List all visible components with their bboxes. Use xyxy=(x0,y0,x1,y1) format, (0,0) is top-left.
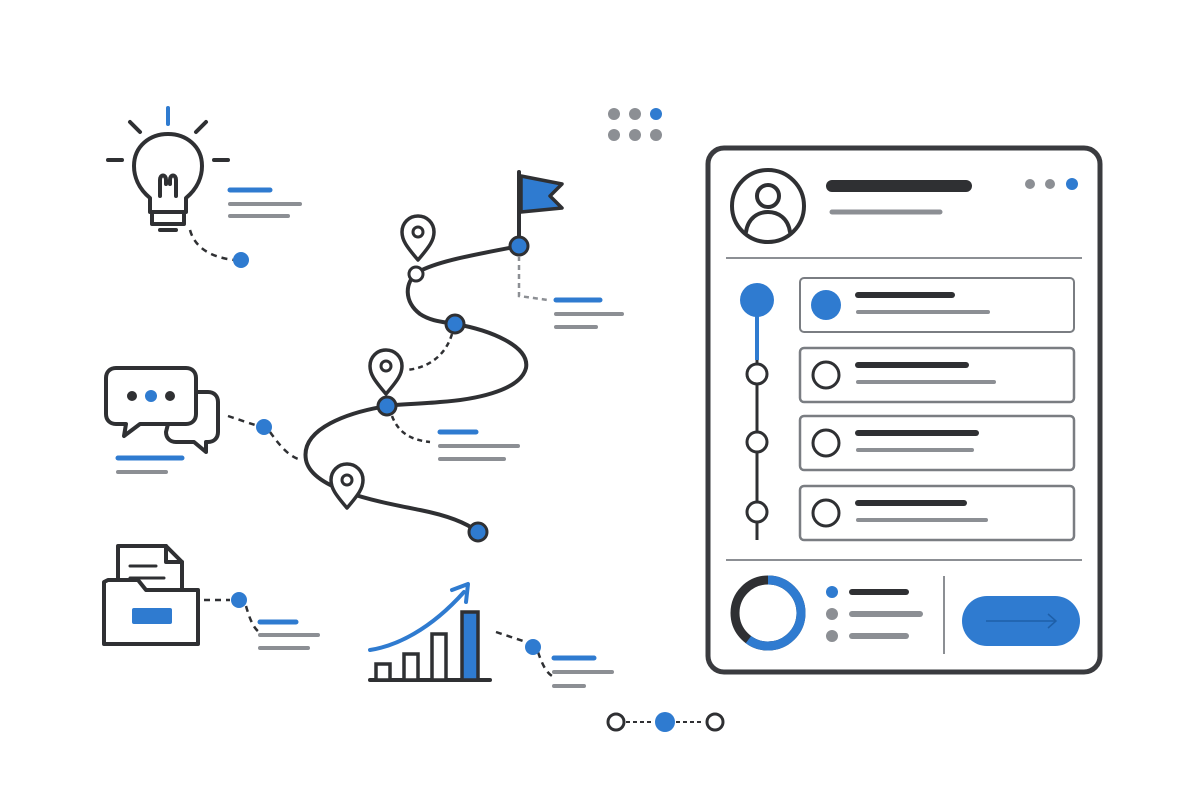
growth-connector xyxy=(495,630,553,678)
files-node xyxy=(231,592,247,608)
map-pin-icon xyxy=(329,462,365,510)
continue-button[interactable] xyxy=(962,596,1080,646)
folder-label xyxy=(132,608,172,624)
files-caption-lines xyxy=(257,619,320,650)
progress-ring xyxy=(730,575,806,651)
legend xyxy=(826,586,923,642)
node-connector xyxy=(405,333,454,372)
step-card-active[interactable] xyxy=(799,277,1075,333)
chat-dots xyxy=(127,390,175,402)
map-pin-icon xyxy=(368,348,404,396)
files-connector xyxy=(204,598,263,636)
goal-caption-lines xyxy=(553,297,624,329)
node-caption-lines xyxy=(437,429,520,461)
arrow-right-icon xyxy=(986,613,1058,629)
roadmap-node xyxy=(376,395,398,417)
step-card[interactable] xyxy=(798,346,1076,404)
bar-chart-growth-icon xyxy=(368,582,492,682)
idea-node xyxy=(233,252,249,268)
step-card[interactable] xyxy=(798,414,1076,472)
dot-grid xyxy=(608,108,662,141)
timeline-step-active xyxy=(740,283,774,317)
chat-caption-lines xyxy=(115,455,185,474)
roadmap-node-end xyxy=(467,521,489,543)
pagination-dot[interactable] xyxy=(705,712,725,732)
grid-dot xyxy=(650,129,662,141)
step-card[interactable] xyxy=(798,484,1076,542)
grid-dot xyxy=(608,108,620,120)
chat-node xyxy=(256,419,272,435)
grid-dot xyxy=(608,129,620,141)
growth-node xyxy=(525,639,541,655)
roadmap-node xyxy=(444,313,466,335)
idea-caption-lines xyxy=(227,187,302,218)
pagination xyxy=(606,712,725,732)
node-connector xyxy=(390,415,431,444)
grid-dot xyxy=(629,108,641,120)
map-pin-icon xyxy=(400,214,436,262)
user-avatar-icon[interactable] xyxy=(730,168,806,244)
chat-bubbles-icon xyxy=(104,366,220,454)
folder-document-icon xyxy=(102,544,200,646)
timeline-step xyxy=(745,500,769,524)
growth-caption-lines xyxy=(551,655,614,688)
window-menu-dots[interactable] xyxy=(1025,178,1078,190)
lightbulb-icon xyxy=(106,106,230,232)
grid-dot-active xyxy=(650,108,662,120)
dashboard-panel xyxy=(705,145,1103,675)
grid-dot xyxy=(629,129,641,141)
goal-connector xyxy=(517,256,549,302)
roadmap-node-goal xyxy=(508,235,530,257)
timeline-step xyxy=(745,430,769,454)
pagination-dot[interactable] xyxy=(606,712,626,732)
timeline-step xyxy=(745,362,769,386)
idea-connector xyxy=(188,229,235,262)
chat-connector xyxy=(227,414,303,462)
flag-icon xyxy=(517,170,564,248)
pagination-dot-active[interactable] xyxy=(655,712,675,732)
roadmap-node xyxy=(407,265,425,283)
